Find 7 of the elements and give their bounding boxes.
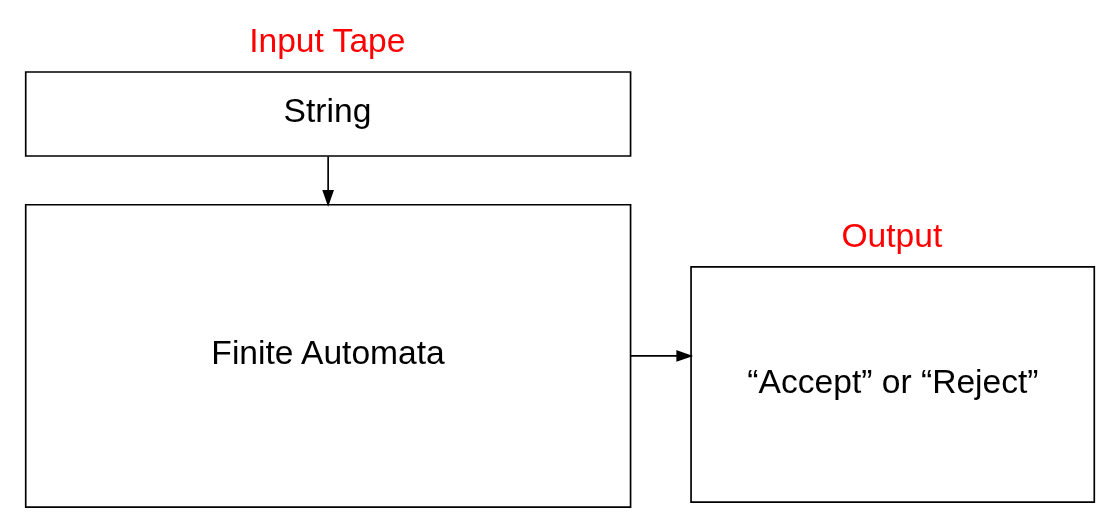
arrow (322, 155, 335, 207)
node-box: Finite Automata (24, 203, 632, 508)
node-box: “Accept” or “Reject” (690, 266, 1096, 503)
node-box: String (24, 71, 632, 157)
node-label: Input Tape (249, 21, 406, 59)
arrow (629, 350, 694, 362)
node-label: Output (841, 216, 943, 254)
